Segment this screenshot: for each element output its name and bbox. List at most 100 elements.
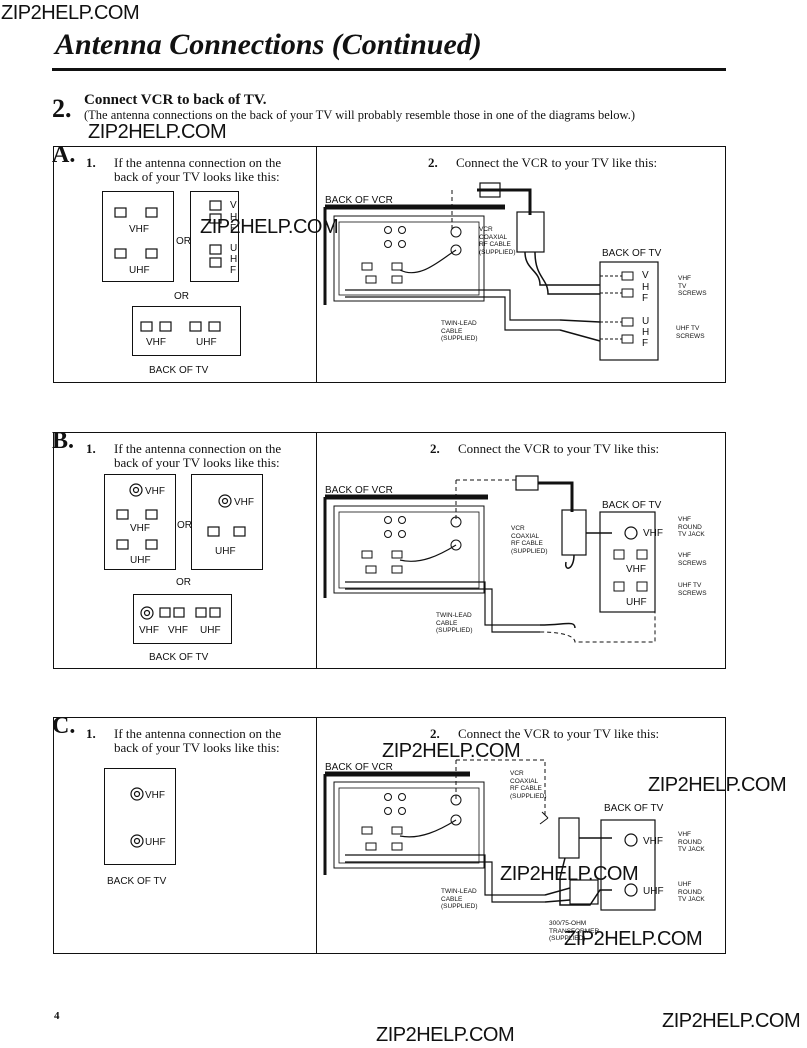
panel-a-twin-1: TWIN-LEAD	[441, 320, 477, 327]
panel-c-twin-3: (SUPPLIED)	[441, 903, 478, 910]
panel-c-uhf-round-1: UHF	[678, 881, 692, 888]
panel-a-vhf-screws-3: SCREWS	[678, 290, 707, 297]
panel-b-label-uhf-2: UHF	[215, 546, 236, 557]
panel-b-tv-back-1	[104, 474, 176, 570]
panel-a-label-vhf-2: VHF	[146, 337, 166, 348]
panel-c-label-vhf: VHF	[145, 790, 165, 801]
panel-c	[53, 717, 726, 954]
panel-b-divider	[316, 432, 317, 669]
panel-c-vcr-cable-2: COAXIAL	[510, 777, 539, 785]
panel-b-vhf-screws-3: SCREWS	[678, 559, 707, 567]
panel-c-vhf-round-3: TV JACK	[678, 846, 705, 853]
panel-c-tv-uhf: UHF	[643, 886, 664, 897]
panel-c-divider	[316, 717, 317, 954]
panel-a-vhf-screws-label: VHF TV SCREWS	[678, 275, 707, 298]
watermark-step: ZIP2HELP.COM	[88, 121, 227, 143]
title-rule	[52, 68, 726, 71]
panel-a-uhf-screws-1: UHF TV	[676, 325, 700, 332]
panel-b-vhf-screws-label: VHF SCREWS	[678, 552, 707, 567]
panel-b-label-vhf-3: VHF	[139, 625, 159, 636]
watermark-panel-c-1: ZIP2HELP.COM	[382, 740, 521, 762]
panel-a-label-uhf-2: UHF	[196, 337, 217, 348]
panel-c-label-uhf: UHF	[145, 837, 166, 848]
panel-c-back-of-vcr: BACK OF VCR	[325, 762, 393, 773]
panel-a-tv-back-2	[190, 191, 239, 282]
panel-b-label-vhf-screws: VHF	[130, 523, 150, 534]
panel-c-twin-1: TWIN-LEAD	[441, 888, 477, 895]
panel-a-tv-h1: H	[642, 282, 650, 293]
panel-a-twin-2: CABLE	[441, 327, 463, 335]
panel-b-label-back-of-tv: BACK OF TV	[149, 652, 209, 663]
panel-c-tv-vhf: VHF	[643, 836, 663, 847]
panel-c-uhf-round-2: ROUND	[678, 888, 702, 896]
panel-a-vcr-cable-1: VCR	[479, 226, 493, 233]
panel-a-left-text-2: back of your TV looks like this:	[114, 169, 280, 184]
step-number: 2.	[52, 94, 72, 123]
panel-c-uhf-round-label: UHF ROUND TV JACK	[678, 881, 705, 904]
panel-b-label-or-1: OR	[177, 520, 192, 531]
panel-b-twin-1: TWIN-LEAD	[436, 612, 472, 619]
panel-a-label-vhf: VHF	[129, 224, 149, 235]
panel-a-label-h1: H	[230, 212, 238, 223]
panel-a-tv-h2: H	[642, 327, 650, 338]
panel-b-vhf-round-2: ROUND	[678, 523, 702, 531]
panel-a-tv-f1: F	[642, 293, 649, 304]
panel-b-tv-back-3	[133, 594, 232, 644]
panel-b-back-of-tv-right: BACK OF TV	[602, 500, 662, 511]
panel-a-right-step: 2.	[428, 155, 438, 170]
panel-a-tv-v: V	[642, 270, 649, 281]
panel-b-label-vhf-2: VHF	[234, 497, 254, 508]
panel-b-vhf-round-1: VHF	[678, 516, 691, 523]
panel-c-vcr-cable-3: RF CABLE	[510, 785, 542, 792]
panel-c-tv-back	[104, 768, 176, 865]
panel-a-back-of-tv-right: BACK OF TV	[602, 248, 662, 259]
panel-a-tv-f2: F	[642, 338, 649, 349]
page-title: Antenna Connections (Continued)	[55, 28, 482, 61]
panel-b-label-vhf-4: VHF	[168, 625, 188, 636]
panel-b-uhf-screws-2: SCREWS	[678, 589, 707, 597]
panel-a-left-text-1: If the antenna connection on the	[114, 155, 282, 170]
panel-a-back-of-vcr: BACK OF VCR	[325, 195, 393, 206]
panel-a-vhf-screws-2: TV	[678, 282, 687, 290]
panel-a-label-or-1: OR	[176, 236, 191, 247]
panel-c-transformer-3: (SUPPLIED)	[549, 935, 586, 942]
panel-a-tv-back-3	[132, 306, 241, 356]
panel-b-vcr-cable-3: RF CABLE	[511, 540, 543, 547]
panel-c-vhf-round-1: VHF	[678, 831, 691, 838]
panel-a-label-uhf: UHF	[129, 265, 150, 276]
panel-b-twin-2: CABLE	[436, 619, 458, 627]
panel-b-tv-vhf: VHF	[643, 528, 663, 539]
step-subtext: (The antenna connections on the back of …	[84, 108, 636, 122]
panel-c-label-back-of-tv: BACK OF TV	[107, 876, 167, 887]
panel-b-vcr-cable-label: VCR COAXIAL RF CABLE (SUPPLIED)	[511, 525, 547, 555]
panel-a-letter: A.	[52, 142, 76, 168]
watermark-panel-c-3: ZIP2HELP.COM	[500, 863, 639, 885]
panel-b-tv-back-2	[191, 474, 263, 570]
panel-b-vcr-cable-1: VCR	[511, 525, 525, 532]
panel-b-uhf-screws-label: UHF TV SCREWS	[678, 582, 707, 597]
panel-a-vhf-screws-1: VHF	[678, 275, 691, 282]
panel-c-vcr-cable-4: (SUPPLIED)	[510, 792, 547, 800]
panel-a-tv-back-1	[102, 191, 174, 282]
panel-b-letter: B.	[52, 428, 75, 454]
panel-c-twin-lead-label: TWIN-LEAD CABLE (SUPPLIED)	[441, 888, 477, 911]
panel-b-left-text-1: If the antenna connection on the	[114, 441, 282, 456]
panel-a-label-f2: F	[230, 265, 237, 276]
panel-a-label-or-2: OR	[174, 291, 189, 302]
panel-a-twin-3: (SUPPLIED)	[441, 335, 478, 342]
panel-b-twin-lead-label: TWIN-LEAD CABLE (SUPPLIED)	[436, 612, 472, 635]
panel-a-uhf-screws-2: SCREWS	[676, 332, 705, 340]
panel-a-label-back-of-tv: BACK OF TV	[149, 365, 209, 376]
panel-b-left-text-2: back of your TV looks like this:	[114, 455, 280, 470]
watermark-panel-c-2: ZIP2HELP.COM	[648, 774, 787, 796]
panel-b-vcr-cable-4: (SUPPLIED)	[511, 547, 548, 555]
watermark-bottom-center: ZIP2HELP.COM	[376, 1024, 515, 1046]
panel-c-uhf-round-3: TV JACK	[678, 896, 705, 903]
panel-c-right-text: Connect the VCR to your TV like this:	[458, 726, 660, 741]
panel-b-vhf-round-label: VHF ROUND TV JACK	[678, 516, 705, 539]
watermark-bottom-right: ZIP2HELP.COM	[662, 1010, 801, 1032]
